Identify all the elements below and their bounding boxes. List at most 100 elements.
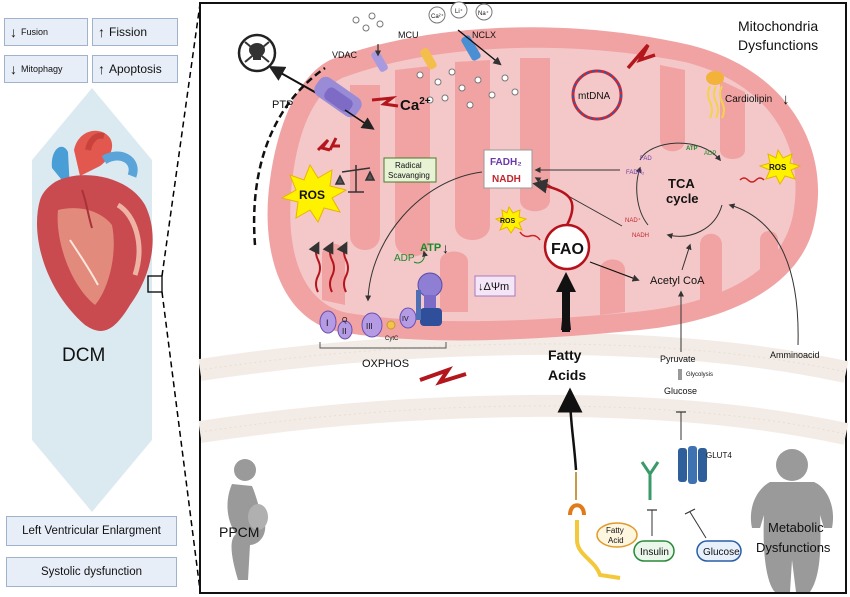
atp-small-label: ATP <box>686 146 698 152</box>
svg-text:ROS: ROS <box>769 163 787 172</box>
svg-text:II: II <box>342 327 346 336</box>
ros-starburst-left: ROS <box>280 163 348 224</box>
vdac-label: VDAC <box>332 50 358 60</box>
fatty-acids-label-2: Acids <box>548 367 586 383</box>
apoptosis-box: ↑ Apoptosis <box>92 55 178 83</box>
insulin-pill <box>633 540 675 562</box>
mtdna-icon <box>571 69 623 121</box>
atp-synthase-icon <box>416 272 443 326</box>
ptp-channel-icon <box>314 76 362 118</box>
ros-starburst-right: ROS <box>758 148 802 186</box>
fadh-small-label: FADH₂ <box>626 170 645 176</box>
svg-text:Fatty: Fatty <box>606 526 624 535</box>
cardiolipin-down-arrow: ↓ <box>782 91 790 108</box>
fatty-acid-pill <box>596 522 638 548</box>
electron-flow-arrow <box>365 171 483 302</box>
svg-text:ROS: ROS <box>299 188 325 202</box>
fadh2-label: FADH₂ <box>490 157 522 168</box>
svg-text:Acid: Acid <box>608 536 624 545</box>
broken-outer-membrane <box>252 66 326 246</box>
systolic-dysfunction-box: Systolic dysfunction <box>6 557 177 587</box>
svg-text:Scavanging: Scavanging <box>388 171 430 180</box>
complex-ii <box>337 320 353 340</box>
svg-text:Glucose: Glucose <box>703 547 740 558</box>
nadh-small-label: NADH <box>632 233 649 239</box>
mitophagy-box: ↓ Mitophagy <box>4 55 88 83</box>
ros-wave-arrows <box>308 241 349 293</box>
fusion-box: ↓ Fusion <box>4 18 88 46</box>
fusion-label: Fusion <box>21 27 49 37</box>
nclx-channel-icon <box>461 35 481 61</box>
nadh-label: NADH <box>492 174 521 185</box>
fatty-acid-uptake-arrow <box>557 387 583 471</box>
li-ion-icon: Li⁺ <box>450 1 468 19</box>
oxphos-lightning-icon <box>419 366 467 386</box>
cardiolipin-icon <box>706 71 725 119</box>
ion-circles <box>352 12 519 109</box>
fad-label: FAD <box>640 156 652 162</box>
fission-box: ↑ Fission <box>92 18 178 46</box>
fatty-acid-receptor-icon <box>568 472 621 580</box>
fadh2-nadh-box <box>483 149 533 189</box>
balance-scale-icon <box>334 165 376 193</box>
fission-label: Fission <box>109 25 148 39</box>
svg-text:Na⁺: Na⁺ <box>478 10 489 17</box>
ca-ion-icon: Ca²⁺ <box>428 6 446 24</box>
ppcm-label: PPCM <box>219 524 259 540</box>
membrane-potential-box <box>474 275 516 297</box>
aminoacid-label: Amminoacid <box>770 350 820 360</box>
ptp-label: PTP <box>272 99 293 111</box>
down-arrow-icon: ↓ <box>10 61 17 77</box>
atp-label: ATP <box>420 242 441 254</box>
tca-label: TCA <box>668 176 695 191</box>
ptp-ca-arrow <box>344 109 375 130</box>
acetyl-coa-label: Acetyl CoA <box>650 275 705 287</box>
pregnant-woman-icon <box>227 459 268 580</box>
glut4-label: GLUT4 <box>706 451 732 460</box>
lightning-icon <box>371 95 399 108</box>
svg-text:III: III <box>366 322 373 331</box>
pyruvate-label: Pyruvate <box>660 354 696 364</box>
oxphos-bracket <box>319 342 447 349</box>
svg-text:Insulin: Insulin <box>640 547 669 558</box>
up-arrow-icon: ↑ <box>98 24 105 40</box>
glycolysis-label: Glycolysis <box>686 372 713 378</box>
cycle-label: cycle <box>666 191 699 206</box>
glucose-label: Glucose <box>664 386 697 396</box>
membrane-potential-label: ↓ΔΨm <box>478 281 509 293</box>
atp-down-arrow: ↓ <box>442 240 449 256</box>
glucose-pill <box>696 540 742 562</box>
svg-text:Ca²⁺: Ca²⁺ <box>431 13 444 20</box>
zoom-line-bottom <box>161 291 201 591</box>
mitophagy-label: Mitophagy <box>21 64 63 74</box>
metabolic-label-1: Metabolic <box>768 520 824 535</box>
na-ion-icon: Na⁺ <box>475 3 493 21</box>
dcm-label: DCM <box>62 345 106 366</box>
fao-label: FAO <box>551 241 584 258</box>
calcium-label: Ca2+ <box>400 96 431 114</box>
ros-starburst-center: ROS <box>494 205 528 234</box>
mtdna-lightning-icon <box>626 43 656 70</box>
left-panel: ↓ Fusion ↑ Fission ↓ Mitophagy ↑ Apoptos… <box>0 0 190 597</box>
svg-text:I: I <box>326 318 329 328</box>
cytc-icon <box>386 320 396 330</box>
lv-enlargement-box: Left Ventricular Enlargment <box>6 516 177 546</box>
title-mitochondria: Mitochondria <box>738 18 818 34</box>
cardiolipin-label: Cardiolipin <box>725 94 772 105</box>
mtdna-label: mtDNA <box>578 91 611 102</box>
fatty-acids-label-1: Fatty <box>548 347 582 363</box>
heart-icon <box>37 130 153 331</box>
mcu-channel-icon <box>420 48 437 70</box>
zoom-line-top <box>161 3 201 277</box>
ubiquinone-label: Q <box>342 317 348 324</box>
svg-text:Radical: Radical <box>395 161 422 170</box>
radical-scavenging-box <box>383 157 437 183</box>
skull-icon <box>237 33 277 73</box>
left-graphics <box>32 88 163 512</box>
complex-iii <box>361 312 383 338</box>
metabolic-label-2: Dysfunctions <box>756 540 831 555</box>
adp-small-label: ADP <box>704 151 716 157</box>
glut4-transporter-icon <box>678 446 707 484</box>
nclx-label: NCLX <box>472 30 496 40</box>
title-dysfunctions: Dysfunctions <box>738 37 818 53</box>
